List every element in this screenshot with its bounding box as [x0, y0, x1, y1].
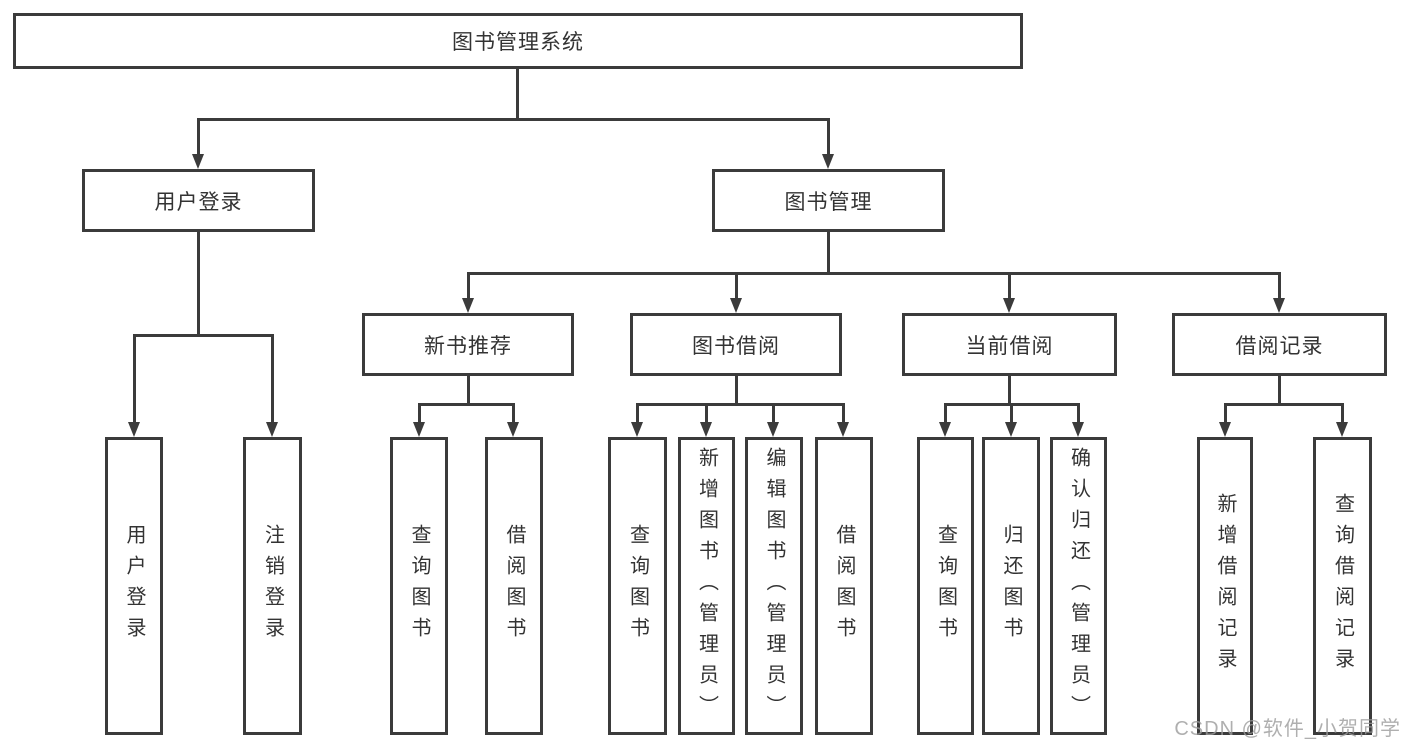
arrow-down-icon [192, 154, 204, 169]
leaf-label: 新增借阅记录 [1214, 493, 1236, 679]
node-user-login: 用户登录 [82, 169, 315, 232]
leaf-borrow-books: 借阅图书 [815, 437, 873, 735]
connector-line [1008, 376, 1011, 406]
connector-line [735, 376, 738, 406]
connector-line [418, 403, 515, 406]
leaf-logout: 注销登录 [243, 437, 302, 735]
node-label: 图书管理系统 [452, 31, 584, 54]
leaf-query-books-borrow: 查询图书 [608, 437, 667, 735]
leaf-confirm-return-admin: 确认归还（管理员） [1050, 437, 1107, 735]
connector-line [1341, 403, 1344, 425]
node-label: 图书借阅 [692, 334, 780, 358]
connector-line [467, 272, 470, 302]
connector-line [827, 118, 830, 157]
arrow-down-icon [1072, 422, 1084, 437]
arrow-down-icon [837, 422, 849, 437]
connector-line [735, 272, 738, 302]
leaf-label: 编辑图书（管理员） [763, 446, 785, 726]
connector-line [842, 403, 845, 425]
node-library-management-system: 图书管理系统 [13, 13, 1023, 69]
connector-line [197, 232, 200, 337]
arrow-down-icon [631, 422, 643, 437]
leaf-label: 借阅图书 [833, 524, 855, 648]
arrow-down-icon [822, 154, 834, 169]
connector-line [418, 403, 421, 425]
arrow-down-icon [413, 422, 425, 437]
arrow-down-icon [767, 422, 779, 437]
connector-line [636, 403, 639, 425]
leaf-add-books-admin: 新增图书（管理员） [678, 437, 735, 735]
node-label: 借阅记录 [1235, 334, 1324, 358]
connector-line [1010, 403, 1013, 425]
leaf-label: 注销登录 [261, 524, 284, 648]
arrow-down-icon [128, 422, 140, 437]
connector-line [944, 403, 947, 425]
leaf-label: 借阅图书 [503, 524, 525, 648]
connector-line [1278, 376, 1281, 406]
connector-line [636, 403, 845, 406]
connector-line [271, 334, 274, 426]
node-book-management: 图书管理 [712, 169, 945, 232]
arrow-down-icon [1219, 422, 1231, 437]
arrow-down-icon [1273, 298, 1285, 313]
connector-line [1008, 272, 1011, 302]
connector-line [512, 403, 515, 425]
connector-line [705, 403, 708, 425]
leaf-label: 查询图书 [626, 524, 649, 648]
connector-line [1278, 272, 1281, 302]
connector-line [133, 334, 136, 426]
leaf-borrow-books-recommend: 借阅图书 [485, 437, 543, 735]
node-book-borrowing: 图书借阅 [630, 313, 842, 376]
connector-line [467, 376, 470, 406]
leaf-user-login: 用户登录 [105, 437, 163, 735]
leaf-edit-books-admin: 编辑图书（管理员） [745, 437, 803, 735]
node-borrowing-records: 借阅记录 [1172, 313, 1387, 376]
arrow-down-icon [1336, 422, 1348, 437]
node-label: 用户登录 [154, 190, 243, 214]
arrow-down-icon [1003, 298, 1015, 313]
connector-line [467, 272, 1280, 275]
connector-line [197, 118, 830, 121]
connector-line [772, 403, 775, 425]
leaf-query-books-current: 查询图书 [917, 437, 974, 735]
node-label: 图书管理 [784, 190, 873, 214]
arrow-down-icon [507, 422, 519, 437]
arrow-down-icon [700, 422, 712, 437]
leaf-label: 归还图书 [1000, 524, 1022, 648]
leaf-add-borrow-record: 新增借阅记录 [1197, 437, 1253, 735]
connector-line [1224, 403, 1227, 425]
leaf-query-books-recommend: 查询图书 [390, 437, 448, 735]
leaf-return-books: 归还图书 [982, 437, 1040, 735]
leaf-label: 新增图书（管理员） [695, 446, 718, 726]
connector-line [516, 69, 519, 120]
leaf-label: 确认归还（管理员） [1067, 446, 1090, 726]
arrow-down-icon [939, 422, 951, 437]
node-new-book-recommendation: 新书推荐 [362, 313, 574, 376]
leaf-label: 查询图书 [408, 524, 430, 648]
arrow-down-icon [266, 422, 278, 437]
arrow-down-icon [1005, 422, 1017, 437]
leaf-label: 查询借阅记录 [1331, 493, 1354, 679]
node-label: 新书推荐 [424, 334, 512, 358]
node-current-borrowing: 当前借阅 [902, 313, 1117, 376]
leaf-label: 查询图书 [934, 524, 957, 648]
connector-line [1077, 403, 1080, 425]
leaf-query-borrow-record: 查询借阅记录 [1313, 437, 1372, 735]
connector-line [1224, 403, 1344, 406]
arrow-down-icon [730, 298, 742, 313]
node-label: 当前借阅 [965, 334, 1054, 358]
connector-line [197, 118, 200, 157]
connector-line [133, 334, 274, 337]
leaf-label: 用户登录 [123, 524, 145, 648]
arrow-down-icon [462, 298, 474, 313]
connector-line [827, 232, 830, 275]
